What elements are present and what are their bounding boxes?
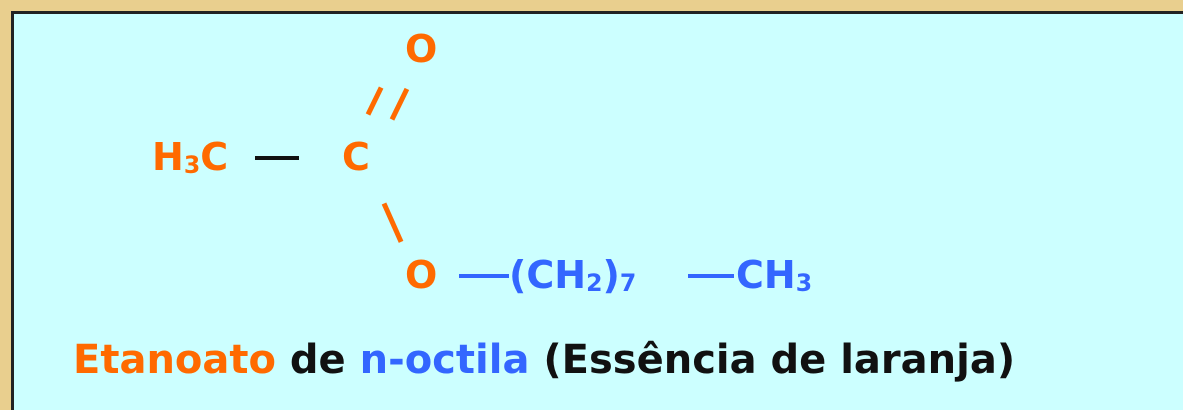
group-ch2-chain: (CH2)7 [509, 253, 637, 297]
caption-etanoato: Etanoato [73, 337, 276, 383]
chain-subscript-2: 2 [586, 268, 603, 297]
atom-o-ester: O [405, 253, 438, 297]
atom-c-central: C [342, 135, 370, 179]
single-bond-methyl [255, 156, 299, 160]
caption-de: de [276, 337, 360, 383]
atom-o-carbonyl: O [405, 27, 438, 71]
h3c-c: C [200, 135, 229, 179]
group-h3c: H3C [152, 135, 229, 179]
chain-subscript-7: 7 [619, 268, 637, 297]
single-bond-terminal [688, 274, 734, 278]
chain-open: (CH [509, 253, 587, 297]
ch3-c: CH [736, 253, 796, 297]
chain-close: ) [602, 253, 620, 297]
caption-essencia: (Essência de laranja) [529, 337, 1016, 383]
single-bond-chain [459, 274, 509, 278]
formula-panel [11, 11, 1183, 410]
caption-n-octila: n-octila [359, 337, 530, 383]
group-ch3: CH3 [736, 253, 813, 297]
ch3-subscript: 3 [795, 268, 813, 297]
h3c-subscript: 3 [183, 150, 201, 179]
h3c-h: H [152, 135, 184, 179]
compound-caption: Etanoato de n-octila (Essência de laranj… [73, 340, 1015, 380]
